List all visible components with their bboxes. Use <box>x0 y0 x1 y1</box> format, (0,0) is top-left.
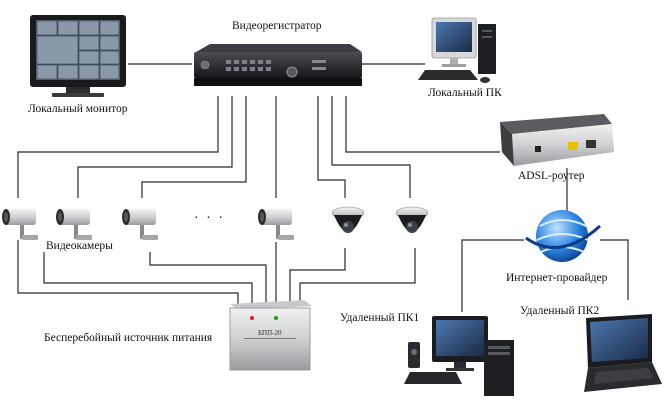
cameras-ellipsis: · · · <box>194 211 225 226</box>
cable-dvr-dome1 <box>317 96 346 198</box>
monitor-icon <box>30 15 126 97</box>
cables <box>17 63 629 312</box>
dome-camera-icon <box>395 206 429 233</box>
adsl-router-label: ADSL-роутер <box>518 170 585 182</box>
local-monitor-label: Локальный монитор <box>28 103 128 115</box>
cable-dvr-router <box>345 96 500 153</box>
cable-dvr-cam1 <box>17 96 219 198</box>
bullet-camera-icon <box>2 209 38 240</box>
bullet-camera-icon <box>56 209 92 240</box>
cable-internet-remote1 <box>461 239 524 312</box>
ups-model-label: БПП-20 <box>258 329 282 337</box>
cable-ups-cam1 <box>17 240 239 304</box>
ups-label: Бесперебойный источник питания <box>44 332 213 344</box>
dome-camera-icon <box>331 206 365 233</box>
isp-label: Интернет-провайдер <box>506 272 608 284</box>
remote-pc1-label: Удаленный ПК1 <box>340 312 420 324</box>
cable-dvr-cam3 <box>141 96 247 198</box>
cable-ups-dome2 <box>299 248 416 304</box>
globe-icon <box>525 210 602 262</box>
dvr-icon <box>194 44 362 86</box>
bullet-camera-icon <box>258 209 294 240</box>
cable-ups-cam2 <box>43 252 253 304</box>
cable-internet-remote2 <box>600 239 629 300</box>
desktop-pc-icon <box>404 316 514 396</box>
bullet-camera-icon <box>122 209 158 240</box>
cable-dvr-cam2 <box>77 96 233 198</box>
cable-ups-cam3 <box>149 252 267 304</box>
local-pc-label: Локальный ПК <box>428 87 502 99</box>
cable-ups-dome1 <box>289 248 346 304</box>
cameras-label: Видеокамеры <box>46 240 113 252</box>
power-supply-icon <box>229 300 312 371</box>
remote-pc2-label: Удаленный ПК2 <box>520 305 600 317</box>
laptop-icon <box>584 314 662 392</box>
dvr-label: Видеорегистратор <box>232 20 322 32</box>
router-icon <box>500 114 614 166</box>
desktop-pc-icon <box>418 17 496 83</box>
cable-dvr-dome2 <box>331 96 411 198</box>
